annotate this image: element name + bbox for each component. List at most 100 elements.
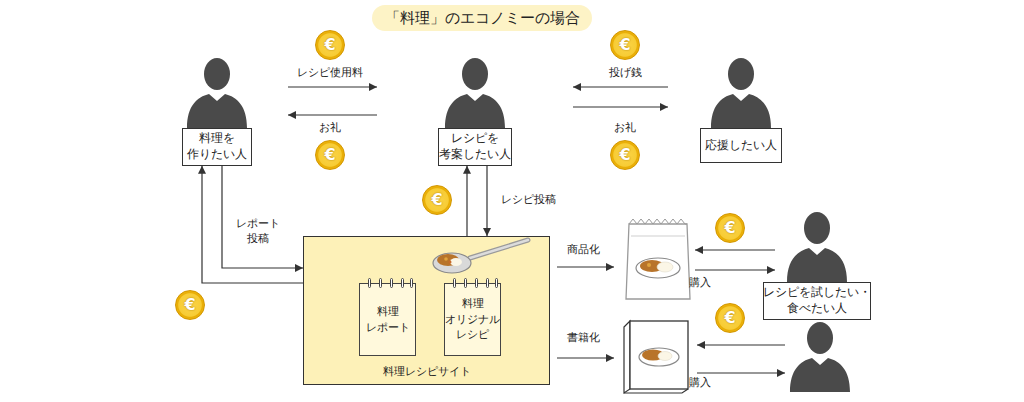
notebook-ring — [495, 278, 498, 288]
flow-arrow — [697, 372, 785, 373]
person-head — [204, 58, 230, 90]
actor-label: 料理を 作りたい人 — [186, 131, 248, 163]
caption-box: レシピを試したい・ 食べたい人 — [763, 282, 871, 320]
notebook-ring — [390, 278, 393, 288]
flow-arrow — [486, 166, 487, 236]
edge-label: レポート 投稿 — [232, 217, 284, 247]
book-spine — [624, 321, 630, 393]
caption-box: 料理を 作りたい人 — [182, 128, 252, 166]
spoon-illustration — [433, 240, 528, 273]
notebook-ring — [368, 278, 371, 288]
flow-arrow — [202, 166, 303, 283]
site-label: 料理レシピサイト — [304, 364, 549, 379]
spoon-handle — [470, 240, 528, 258]
spoon-bowl — [433, 253, 471, 273]
person-body — [787, 248, 847, 282]
caption-box: 応援したい人 — [700, 128, 782, 163]
product-arrows — [557, 250, 785, 373]
coin-symbol: € — [315, 30, 345, 60]
notebook-ring — [464, 278, 467, 288]
flow-arrow — [573, 106, 668, 107]
notebook-ring — [401, 278, 404, 288]
flow-arrow — [557, 357, 614, 358]
notebook-ring — [475, 278, 478, 288]
flow-arrow — [466, 166, 467, 236]
person-icon — [709, 54, 773, 128]
curry-sauce — [437, 254, 459, 266]
site-box: 料理レシピサイト 料理 レポート料理 オリジナル レシピ — [303, 236, 550, 385]
person-icon — [185, 54, 249, 128]
pouch-seal — [629, 219, 687, 224]
person-icon — [443, 54, 507, 128]
notebook-ring — [410, 278, 413, 288]
edge-label: お礼 — [319, 121, 341, 136]
notebook-label: 料理 レポート — [360, 304, 415, 335]
actor-label: レシピを 考案したい人 — [439, 131, 511, 163]
actor-node: レシピを試したい・ 食べたい人 — [752, 208, 882, 320]
person-head — [462, 58, 488, 90]
flow-label: 商品化 — [567, 243, 600, 258]
coin-symbol: € — [715, 303, 745, 333]
flow-arrow — [697, 344, 785, 345]
coin-symbol: € — [715, 213, 745, 243]
flow-arrow — [695, 269, 775, 270]
person-body — [790, 358, 850, 392]
flow-arrow — [695, 249, 775, 250]
spoon-handle-shine — [470, 240, 528, 258]
notebook-ring — [486, 278, 489, 288]
flow-arrow — [222, 166, 303, 268]
coin-symbol: € — [422, 185, 452, 215]
person-body — [187, 94, 247, 128]
curry-piece — [444, 257, 448, 261]
edge-label: お礼 — [614, 121, 636, 136]
actor-node: 応援したい人 — [668, 54, 814, 163]
curry-piece — [647, 263, 651, 267]
coin-symbol: € — [610, 140, 640, 170]
diagram-title: 「料理」のエコノミーの場合 — [372, 5, 592, 31]
plate — [639, 348, 679, 366]
actor-label: レシピを試したい・ 食べたい人 — [763, 285, 871, 317]
person-body — [445, 94, 505, 128]
curry-sauce — [642, 350, 664, 361]
flow-arrow — [288, 114, 377, 115]
pouch-line — [631, 236, 685, 237]
person-body — [711, 94, 771, 128]
person-icon — [790, 322, 850, 392]
plate — [636, 258, 680, 278]
notebook-label: 料理 オリジナル レシピ — [445, 296, 500, 342]
coin-symbol: € — [175, 290, 205, 320]
flow-label: 購入 — [689, 376, 711, 391]
rice — [658, 352, 672, 361]
person-icon — [785, 208, 849, 282]
curry-piece — [449, 261, 452, 264]
book-edge — [624, 389, 688, 393]
edge-label: レシピ投稿 — [501, 193, 556, 208]
curry-sauce — [640, 260, 664, 272]
actor-label: 応援したい人 — [705, 138, 777, 154]
rice — [450, 258, 462, 266]
flow-label: 書籍化 — [567, 331, 600, 346]
caption-box: レシピを 考案したい人 — [438, 128, 512, 166]
book-cover — [630, 321, 688, 389]
rice — [657, 262, 673, 272]
notebook-box: 料理 オリジナル レシピ — [444, 283, 501, 356]
notebook-ring — [379, 278, 382, 288]
notebook-box: 料理 レポート — [359, 283, 416, 356]
pouch-body — [626, 224, 690, 299]
person-head — [728, 58, 754, 90]
flow-arrow — [557, 266, 614, 267]
edge-label: 投げ銭 — [609, 66, 642, 81]
flow-arrow — [573, 86, 668, 87]
person-head — [807, 322, 833, 354]
coin-symbol: € — [610, 30, 640, 60]
flow-arrow — [288, 86, 377, 87]
flow-label: 購入 — [689, 276, 711, 291]
book-illustration — [624, 321, 688, 393]
coin-symbol: € — [315, 140, 345, 170]
actor-node: 料理を 作りたい人 — [146, 54, 288, 166]
pouch-illustration — [626, 219, 690, 299]
notebook-ring — [453, 278, 456, 288]
person-head — [804, 212, 830, 244]
actor-node: レシピを 考案したい人 — [377, 54, 573, 166]
